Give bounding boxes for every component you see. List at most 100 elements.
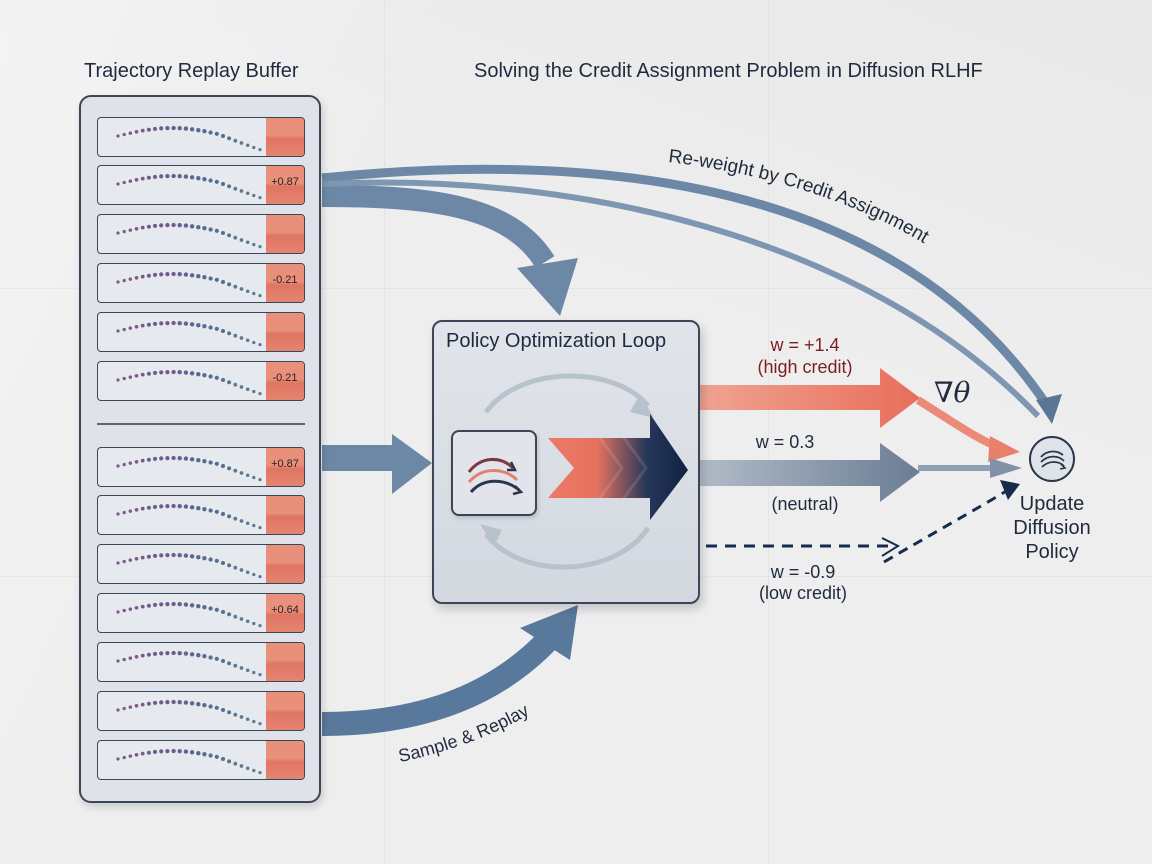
trajectory-dot (122, 657, 126, 662)
trajectory-dot (152, 504, 158, 509)
trajectory-dot (196, 751, 201, 756)
trajectory-dot (189, 273, 195, 278)
trajectory-dot (202, 324, 207, 329)
trajectory-dot (122, 462, 126, 467)
trajectory-dot (214, 656, 219, 661)
trajectory-row[interactable] (97, 214, 305, 254)
trajectory-wave-icon (116, 222, 262, 249)
trajectory-dot (208, 704, 213, 709)
trajectory-dot (239, 287, 244, 291)
trajectory-dot (177, 370, 182, 375)
trajectory-dot (177, 651, 182, 656)
trajectory-dot (165, 455, 170, 461)
buffer-to-loop-arrowhead (517, 258, 578, 316)
trajectory-dot (165, 173, 170, 179)
trajectory-dot (227, 380, 232, 385)
trajectory-dot (165, 222, 170, 228)
diffusion-swirl-icon (467, 458, 524, 496)
trajectory-wave-icon (116, 455, 262, 482)
trajectory-row[interactable] (97, 544, 305, 584)
trajectory-dot (183, 749, 189, 754)
trajectory-dot (189, 505, 195, 510)
trajectory-dot (116, 659, 120, 663)
trajectory-row[interactable]: +0.87 (97, 447, 305, 487)
trajectory-dot (152, 456, 158, 461)
high-credit-to-update-head (988, 436, 1020, 462)
trajectory-row[interactable]: -0.21 (97, 361, 305, 401)
trajectory-dot (134, 129, 139, 134)
trajectory-row[interactable] (97, 691, 305, 731)
trajectory-dot (245, 717, 250, 722)
trajectory-dot (252, 193, 256, 198)
trajectory-dot (177, 456, 182, 461)
trajectory-dot (208, 557, 213, 562)
trajectory-dot (134, 226, 139, 231)
trajectory-dot (202, 177, 207, 182)
neutral-weight-tag: (neutral) (771, 494, 839, 514)
trajectory-dot (196, 274, 201, 279)
trajectory-dot (177, 700, 182, 705)
trajectory-dot (134, 703, 139, 708)
trajectory-dot (140, 323, 145, 328)
reward-cell: -0.21 (266, 362, 304, 400)
trajectory-dot (214, 131, 219, 136)
trajectory-dot (233, 516, 238, 521)
trajectory-dot (134, 507, 139, 512)
trajectory-dot (159, 504, 164, 509)
trajectory-dot (116, 329, 120, 333)
trajectory-dot (220, 230, 226, 236)
trajectory-dot (116, 512, 120, 516)
trajectory-dot (183, 602, 189, 607)
trajectory-wave-icon (116, 125, 262, 152)
trajectory-dot (220, 511, 226, 517)
reward-cell: -0.21 (266, 264, 304, 302)
trajectory-dot (134, 459, 139, 464)
trajectory-dot (177, 272, 182, 277)
trajectory-dot (159, 700, 164, 705)
trajectory-row[interactable] (97, 740, 305, 780)
trajectory-dot (227, 661, 232, 666)
trajectory-row[interactable] (97, 312, 305, 352)
trajectory-row[interactable] (97, 642, 305, 682)
trajectory-dot (152, 321, 158, 326)
trajectory-dot (128, 509, 133, 513)
trajectory-row[interactable]: +0.87 (97, 165, 305, 205)
trajectory-row[interactable] (97, 117, 305, 157)
trajectory-dot (116, 231, 120, 235)
low-weight-value: w = -0.9 (770, 562, 836, 582)
reward-cell (266, 118, 304, 156)
trajectory-dot (214, 179, 219, 184)
trajectory-dot (245, 338, 250, 343)
trajectory-dot (171, 222, 176, 228)
trajectory-dot (122, 559, 126, 564)
trajectory-dot (171, 601, 176, 607)
trajectory-dot (134, 373, 139, 378)
trajectory-row[interactable] (97, 495, 305, 535)
trajectory-dot (140, 555, 145, 560)
trajectory-dot (140, 274, 145, 279)
trajectory-dot (159, 321, 164, 326)
trajectory-dot (233, 712, 238, 717)
trajectory-dot (227, 612, 232, 617)
trajectory-dot (258, 148, 262, 152)
trajectory-dot (252, 768, 256, 773)
neutral-arrow (700, 443, 920, 502)
trajectory-dot (122, 180, 126, 185)
trajectory-dot (183, 174, 189, 179)
trajectory-dot (196, 506, 201, 511)
high-credit-arrow (700, 368, 920, 428)
trajectory-dot (252, 572, 256, 577)
trajectory-dot (214, 277, 219, 282)
trajectory-dot (128, 656, 133, 660)
trajectory-dot (245, 240, 250, 245)
trajectory-row[interactable]: -0.21 (97, 263, 305, 303)
trajectory-dot (196, 702, 201, 707)
update-policy-label: Update Diffusion Policy (990, 492, 1114, 564)
trajectory-dot (258, 575, 262, 579)
trajectory-dot (140, 128, 145, 133)
trajectory-dot (177, 602, 182, 607)
trajectory-row[interactable]: +0.64 (97, 593, 305, 633)
trajectory-dot (159, 749, 164, 754)
reward-cell (266, 496, 304, 534)
trajectory-dot (252, 475, 256, 480)
